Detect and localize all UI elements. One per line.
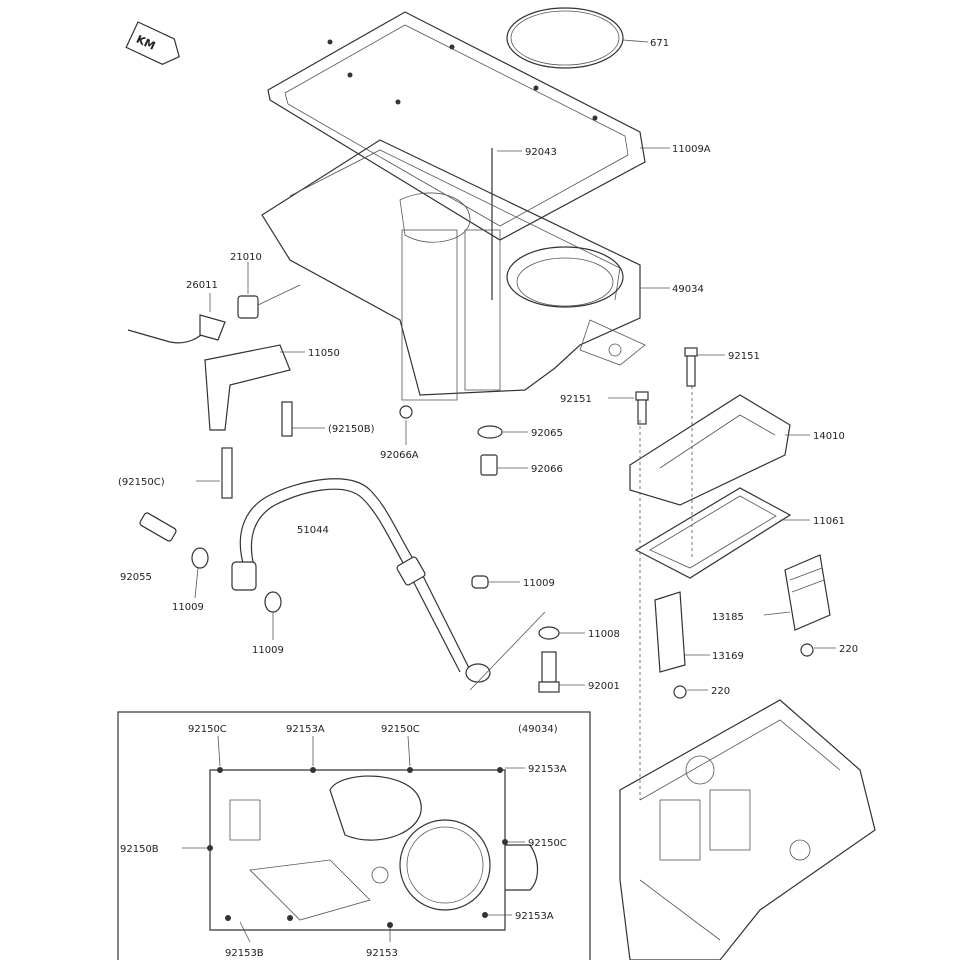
bracket-part: 11050 [204,344,340,431]
label-220-b: 220 [711,686,730,697]
label-92066: 92066 [531,464,563,475]
gasket-part: 11009A [267,11,711,241]
label-26011: 26011 [186,280,218,291]
inset-label-92153: 92153 [366,948,398,959]
washer-part-92066A: 92066A [380,405,419,461]
o-ring-part: 671 [506,7,669,69]
label-21010: 21010 [230,252,262,263]
plate-part: 13169 [654,591,744,673]
label-92150C-left: (92150C) [118,477,165,488]
label-92055: 92055 [120,572,152,583]
cover-part: 14010 [629,394,845,506]
inset-label-92150C-right: 92150C [528,838,567,849]
o-ring-part-11009-b: 11009 [252,591,284,656]
label-92151-left: 92151 [560,394,592,405]
screw-part-220-a: 220 [800,643,858,657]
label-11009-c: 11009 [523,578,555,589]
label-671: 671 [650,38,669,49]
bolt-part-92150B: (92150B) [281,401,375,437]
label-11009-b: 11009 [252,645,284,656]
crankcase-part [619,699,876,961]
drain-plug-part: 92066 [480,454,563,476]
oil-pipe-part: 51044 [231,478,491,683]
inset-label-92153A-top: 92153A [286,724,325,735]
inset-label-92153A-right: 92153A [528,764,567,775]
washer-part-11008: 11008 [469,611,620,691]
o-ring-part-11009-a: 11009 [172,547,209,613]
label-92066A: 92066A [380,450,419,461]
bolt-part-92151-top: 92151 [684,347,760,387]
oil-pan-part: 49034 [261,139,704,401]
inset-label-49034: (49034) [518,724,558,735]
label-11009A: 11009A [672,144,711,155]
inset-label-92153A-bottom: 92153A [515,911,554,922]
bolt-part-92055: 92055 [120,512,177,583]
label-13185: 13185 [712,612,744,623]
inset-label-92153B: 92153B [225,948,264,959]
inset-bolt-layout: 92150C 92153A 92150C (49034) 92153A 9215… [117,711,591,965]
label-220-a: 220 [839,644,858,655]
label-11050: 11050 [308,348,340,359]
label-92001: 92001 [588,681,620,692]
reed-part: 13185 [712,554,831,631]
label-92043: 92043 [525,147,557,158]
label-92151-top: 92151 [728,351,760,362]
label-51044: 51044 [297,525,329,536]
inset-label-92150C-a: 92150C [188,724,227,735]
label-92150B: (92150B) [328,424,375,435]
gasket-part-11061: 11061 [634,487,845,579]
label-11061: 11061 [813,516,845,527]
label-13169: 13169 [712,651,744,662]
label-92065: 92065 [531,428,563,439]
label-11009-a: 11009 [172,602,204,613]
front-direction-logo: KM [125,21,180,65]
bolt-part-92001: 92001 [538,651,620,693]
gasket-part-92065: 92065 [477,425,563,439]
o-ring-part-11009-c: 11009 [471,575,555,589]
lead-wire-part: 26011 [127,280,226,344]
label-14010: 14010 [813,431,845,442]
inset-label-92150B: 92150B [120,844,159,855]
screw-part-220-b: 220 [673,685,730,699]
label-11008: 11008 [588,629,620,640]
inset-label-92150C-b: 92150C [381,724,420,735]
label-49034: 49034 [672,284,704,295]
pin-part: 92043 [491,147,557,300]
bolt-part-92151-left: 92151 [560,391,649,425]
oil-pressure-switch-part: 21010 [230,252,301,319]
bolt-part-92150C: (92150C) [118,447,233,499]
